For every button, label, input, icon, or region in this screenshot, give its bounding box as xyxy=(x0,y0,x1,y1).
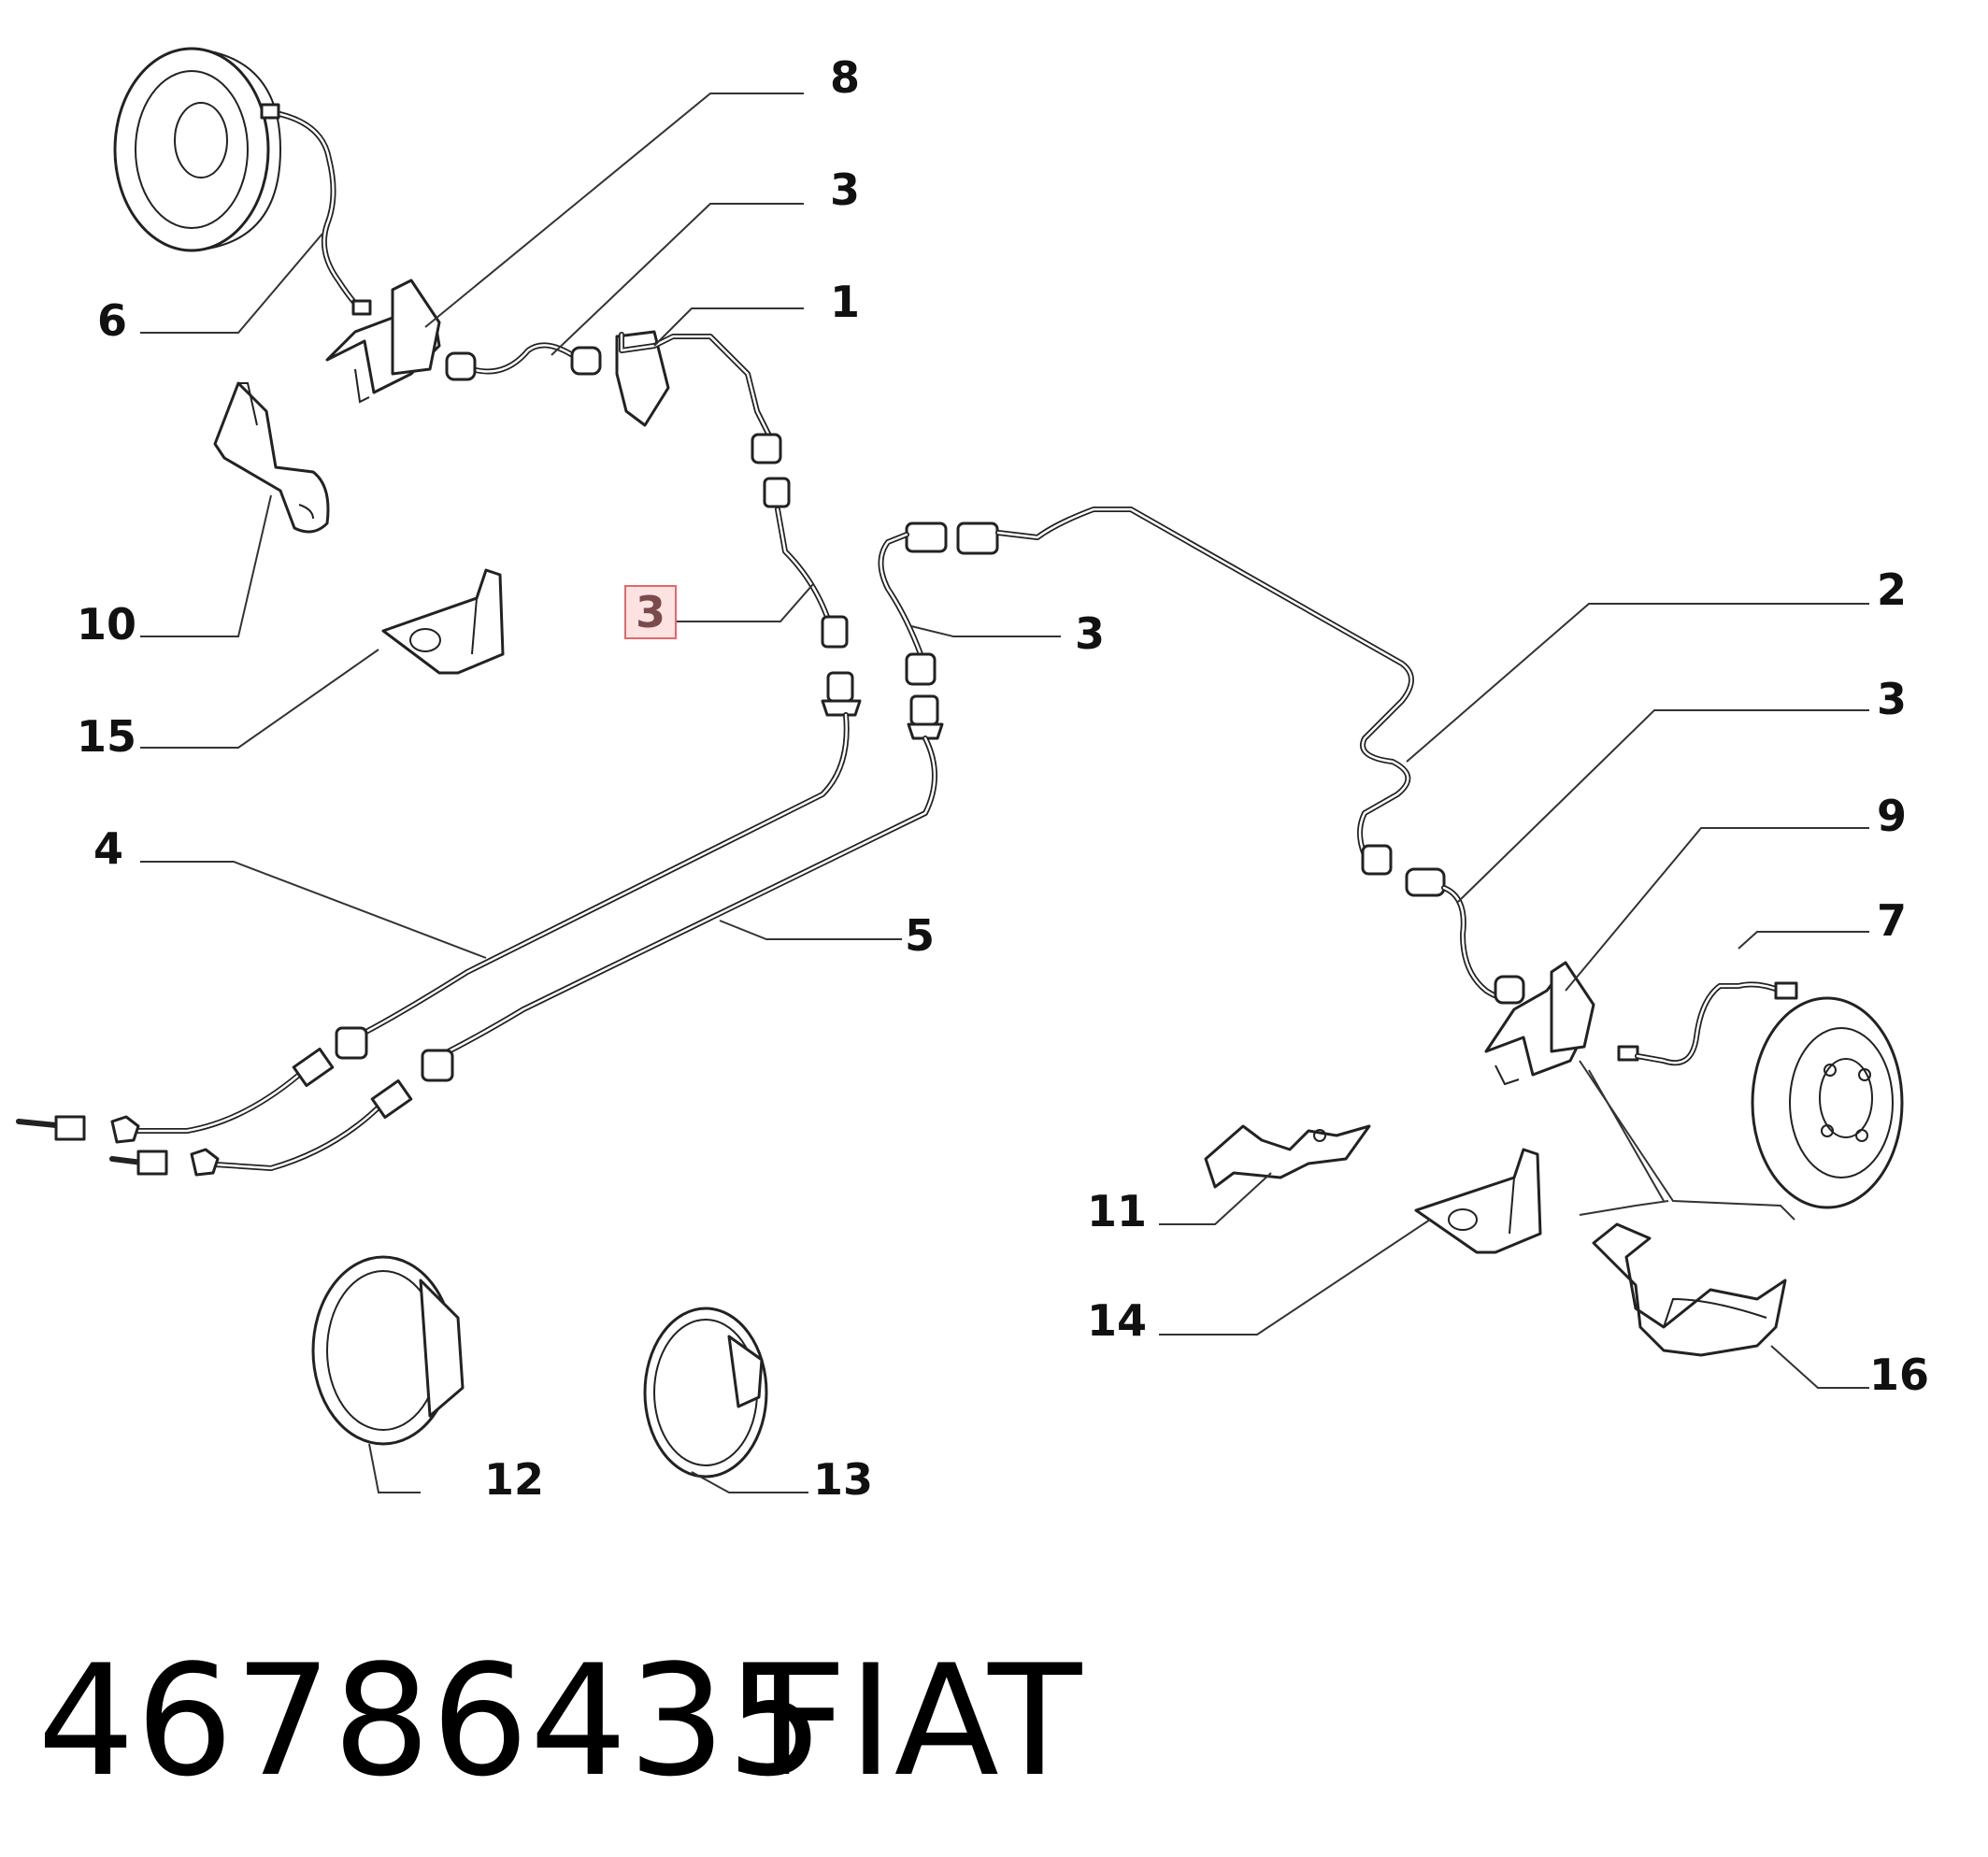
shield-16 xyxy=(1592,1222,1787,1357)
callout-9: 9 xyxy=(1877,791,1908,841)
leader-lines xyxy=(140,93,1869,1493)
callout-3-highlighted: 3 xyxy=(624,585,678,639)
pipe-5 xyxy=(421,694,944,1082)
callout-4: 4 xyxy=(93,823,124,874)
clamp-13 xyxy=(643,1307,768,1478)
callout-8: 8 xyxy=(830,52,861,103)
callout-3-top: 3 xyxy=(830,164,861,215)
bracket-11 xyxy=(1204,1124,1371,1189)
pipe-2 xyxy=(956,507,1414,876)
callout-2: 2 xyxy=(1877,564,1908,615)
brand-name: FIAT xyxy=(759,1632,1083,1810)
pipe-4 xyxy=(335,671,862,1060)
bracket-15 xyxy=(381,568,505,675)
pipe-1 xyxy=(615,330,782,464)
right-brake-drum xyxy=(1751,996,1904,1209)
bracket-8 xyxy=(325,279,441,404)
callout-5: 5 xyxy=(905,910,936,961)
callout-10: 10 xyxy=(77,599,137,650)
callout-1: 1 xyxy=(830,277,861,327)
callout-6: 6 xyxy=(97,295,128,346)
callout-7: 7 xyxy=(1877,895,1908,946)
callout-15: 15 xyxy=(77,711,137,762)
callout-11: 11 xyxy=(1087,1186,1148,1236)
part-number: 46786435 xyxy=(37,1632,825,1810)
right-brake-hose xyxy=(1617,981,1798,1066)
callout-16: 16 xyxy=(1869,1350,1930,1400)
bracket-10 xyxy=(213,381,330,534)
callout-3-right: 3 xyxy=(1877,674,1908,724)
left-brake-drum xyxy=(113,47,282,252)
callout-14: 14 xyxy=(1087,1295,1148,1346)
callout-3-middle: 3 xyxy=(1075,608,1106,659)
bracket-14 xyxy=(1414,1148,1542,1254)
short-hose-top xyxy=(445,342,602,381)
callout-13: 13 xyxy=(813,1454,874,1505)
left-brake-hose xyxy=(260,103,372,316)
short-hose-right xyxy=(1405,867,1525,1005)
highlighted-hose xyxy=(763,477,849,649)
hose-middle xyxy=(878,521,948,686)
left-bottom-hoses xyxy=(16,1047,413,1177)
bracket-9 xyxy=(1484,961,1595,1086)
clamp-12 xyxy=(311,1255,465,1446)
callout-12: 12 xyxy=(484,1454,545,1505)
